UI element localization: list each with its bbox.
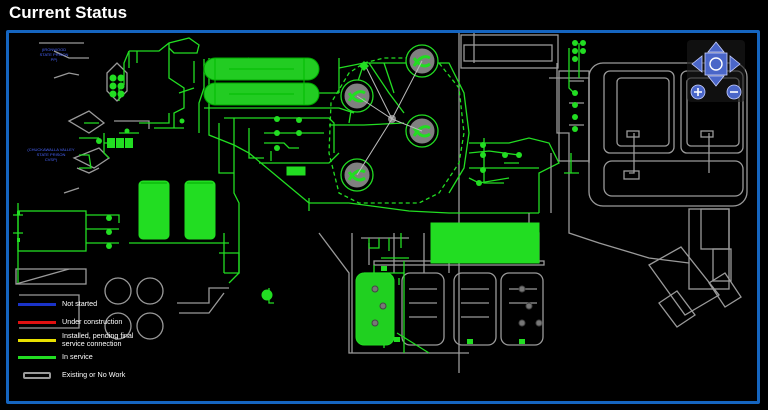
- legend-label: In service: [62, 352, 93, 361]
- facility1-line1: (IRONWOOD: [42, 47, 66, 52]
- legend-item: In service: [18, 353, 93, 361]
- legend-item: Not started: [18, 300, 97, 308]
- facility2-line3: CVSP): [45, 157, 58, 162]
- facility-labels: (IRONWOOD STATE PRISON PP) (CHUCKAWALLA …: [27, 47, 75, 162]
- legend-label: Not started: [62, 299, 98, 308]
- tank-details: [141, 58, 305, 184]
- legend-item: Installed, pending final service connect…: [18, 332, 142, 348]
- in-service-piping: [13, 37, 580, 354]
- map-navigation-control[interactable]: [687, 40, 745, 102]
- legend-item: Under construction: [18, 318, 122, 326]
- in-service-equipment: [138, 57, 540, 346]
- page-title: Current Status: [9, 3, 128, 22]
- legend-label: Installed, pending final service connect…: [62, 331, 134, 348]
- facility2-line1: (CHUCKAWALLA VALLEY: [27, 147, 75, 152]
- zoom-out-icon[interactable]: [726, 84, 742, 100]
- center-icon[interactable]: [704, 52, 728, 76]
- pan-right-icon[interactable]: [729, 55, 741, 73]
- legend-swatch: [23, 371, 51, 379]
- legend-swatch: [18, 320, 56, 324]
- facility2-line2: STATE PRISON: [37, 152, 66, 157]
- clarifiers: [340, 44, 439, 192]
- pan-up-icon[interactable]: [707, 41, 725, 53]
- legend-swatch: [18, 355, 56, 359]
- tank-fixtures: [371, 285, 543, 327]
- facility1-line3: PP): [51, 57, 58, 62]
- legend-label: Existing or No Work: [62, 370, 126, 379]
- legend-swatch: [18, 302, 56, 306]
- zoom-in-icon[interactable]: [690, 84, 706, 100]
- facility1-line2: STATE PRISON: [40, 52, 69, 57]
- process-schematic[interactable]: (IRONWOOD STATE PRISON PP) (CHUCKAWALLA …: [9, 33, 757, 401]
- legend-label: Under construction: [62, 317, 123, 326]
- legend-item: Existing or No Work: [18, 371, 125, 379]
- valves: [17, 40, 586, 344]
- legend-swatch: [18, 338, 56, 342]
- pan-down-icon[interactable]: [707, 75, 725, 87]
- pan-left-icon[interactable]: [691, 55, 703, 73]
